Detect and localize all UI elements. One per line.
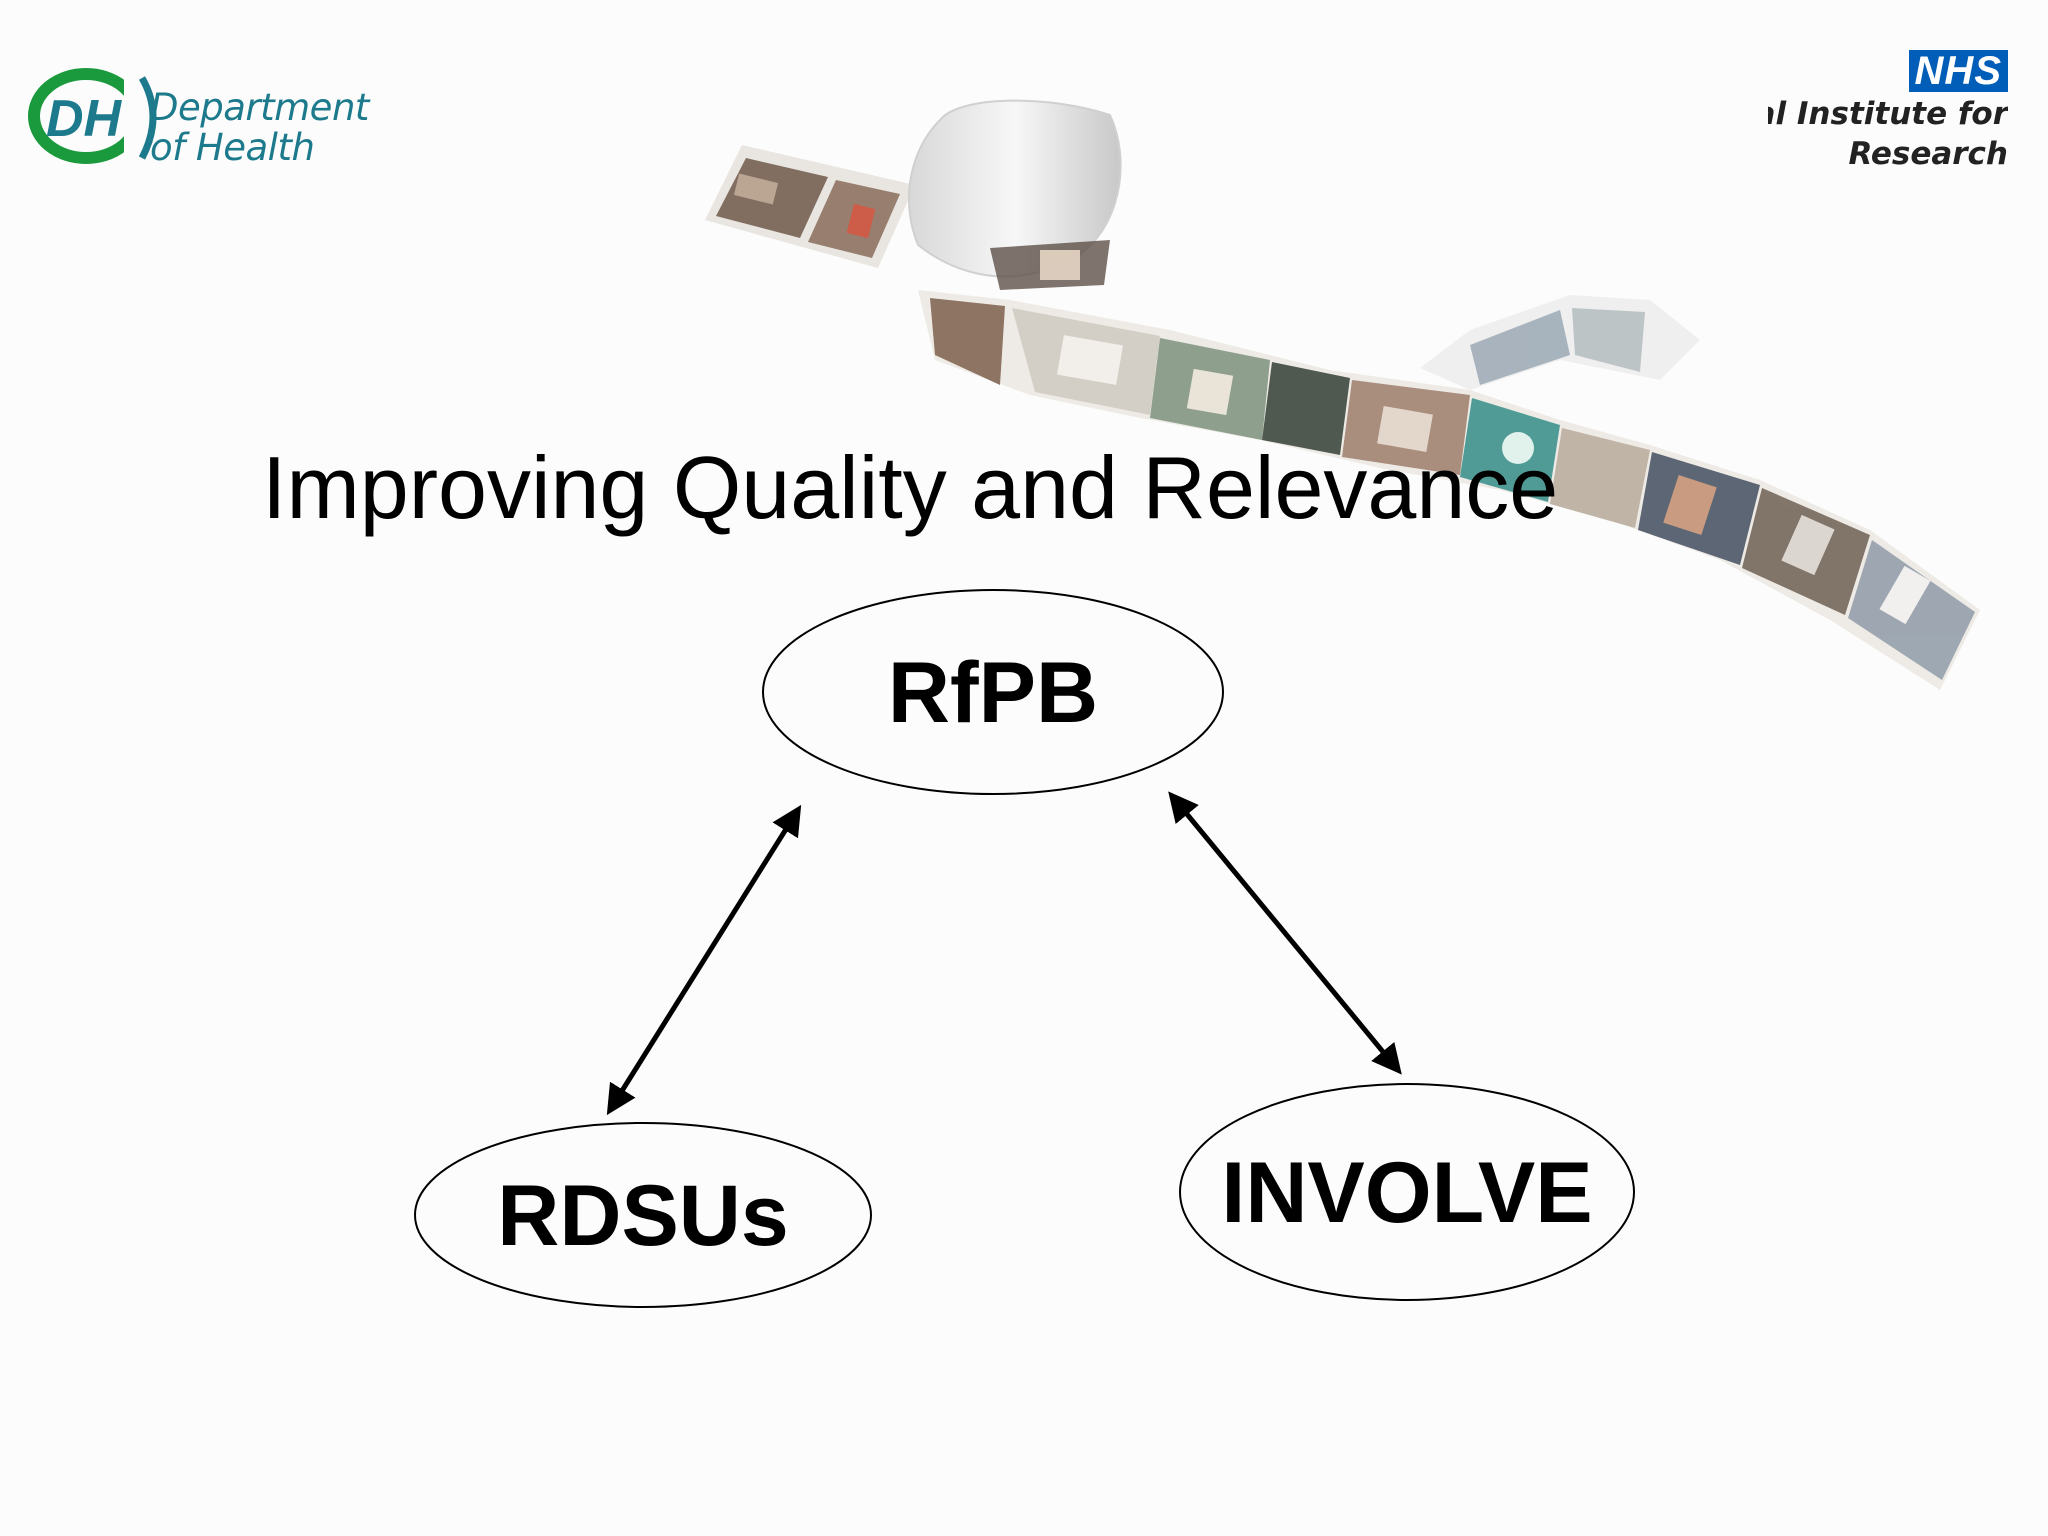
dh-logo-text: Department of Health	[150, 88, 369, 168]
edge-rfpb-rdsus	[606, 804, 802, 1116]
dh-mark-text: DH	[46, 90, 123, 148]
node-rdsus: RDSUs	[414, 1122, 872, 1308]
node-rfpb-label: RfPB	[888, 645, 1098, 741]
nhs-org-name: al Institute for Research	[1768, 96, 2008, 166]
node-rdsus-ellipse	[414, 1122, 872, 1308]
dh-logo-mark: DH	[28, 68, 157, 168]
dh-line1: Department	[150, 86, 369, 129]
nhs-logo: NHS al Institute for Research	[1768, 46, 2008, 166]
node-involve: INVOLVE	[1179, 1083, 1635, 1301]
dh-line2: of Health	[150, 126, 315, 169]
node-involve-label: INVOLVE	[1221, 1145, 1592, 1241]
node-rdsus-label: RDSUs	[497, 1168, 789, 1264]
node-involve-ellipse	[1179, 1083, 1635, 1301]
node-rfpb-ellipse	[762, 589, 1224, 795]
edge-rfpb-involve	[1168, 791, 1402, 1075]
slide-title: Improving Quality and Relevance	[262, 438, 1559, 537]
nhs-badge: NHS	[1908, 50, 2008, 92]
node-rfpb: RfPB	[762, 589, 1224, 795]
